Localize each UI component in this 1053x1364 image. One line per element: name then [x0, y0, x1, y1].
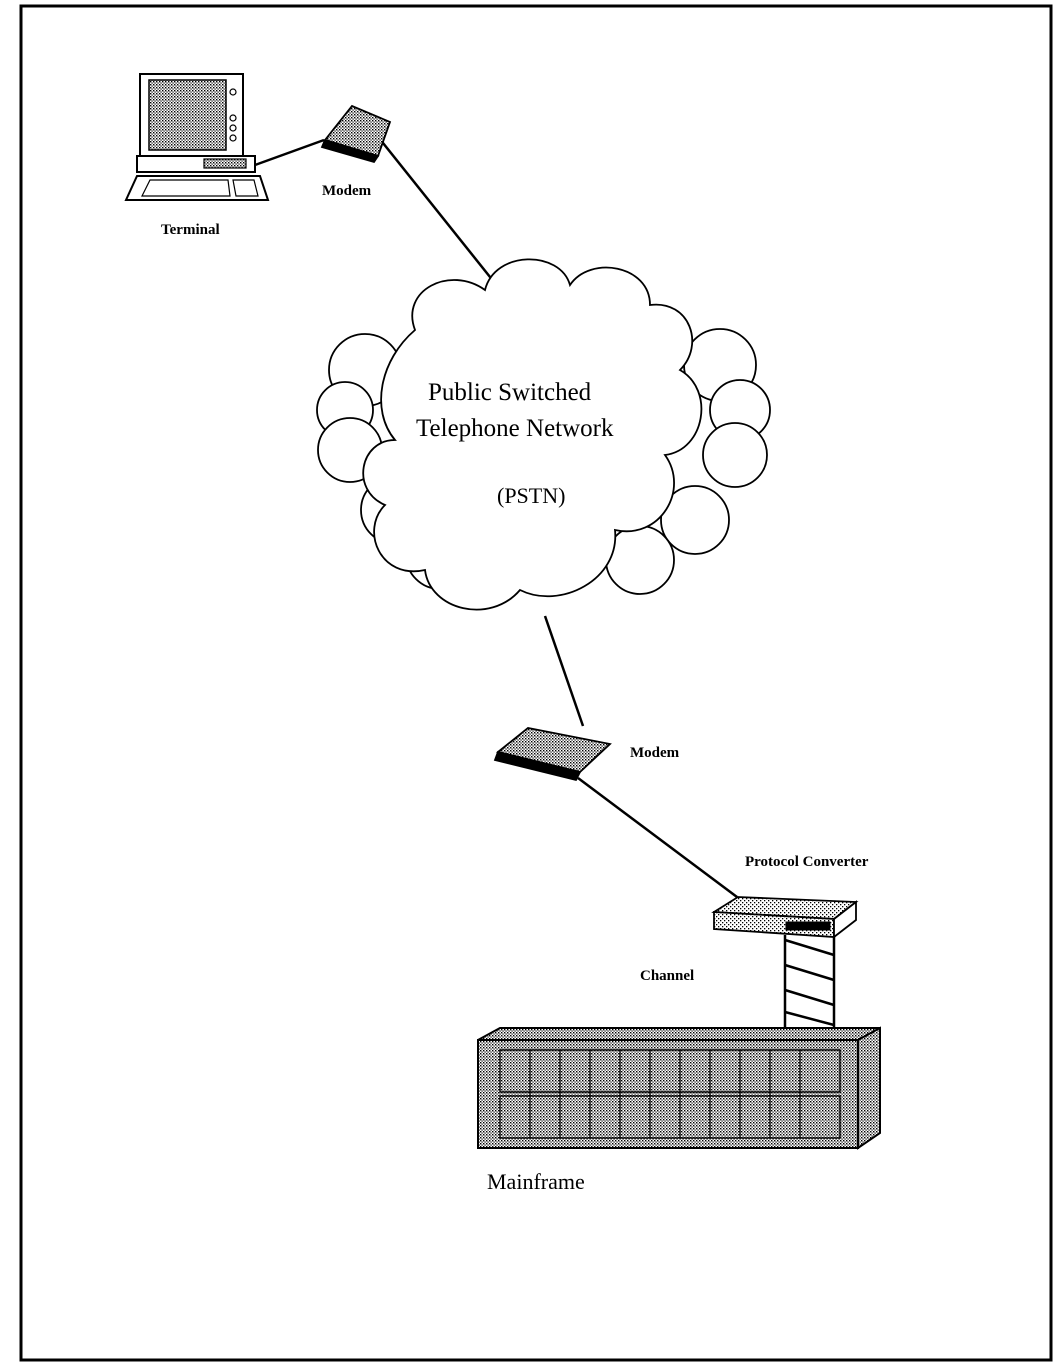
mainframe-icon	[477, 1026, 881, 1150]
protocol-converter-label: Protocol Converter	[745, 854, 869, 870]
terminal-knob	[229, 114, 237, 122]
terminal-knob	[229, 88, 237, 96]
modem-top-label: Modem	[322, 183, 372, 199]
pstn-label-abbrev: (PSTN)	[497, 483, 565, 508]
page-frame	[19, 4, 1053, 1362]
converter-panel	[785, 921, 831, 931]
pstn-label-line1: Public Switched	[428, 379, 592, 406]
converter-side	[833, 900, 857, 939]
mainframe-panels	[499, 1049, 841, 1139]
cloud-outline	[362, 258, 703, 611]
edge-pstn-modem-bottom	[543, 615, 585, 727]
channel-rung	[784, 938, 835, 957]
channel-connector	[783, 935, 836, 1028]
terminal-knob	[229, 134, 237, 142]
modem-top-side	[320, 138, 380, 164]
terminal-keypad	[232, 179, 259, 197]
channel-rung	[784, 1010, 835, 1027]
modem-bottom-side	[493, 750, 582, 782]
mainframe-top	[477, 1027, 881, 1041]
terminal-icon	[124, 73, 270, 201]
mainframe-front	[477, 1039, 859, 1149]
terminal-label: Terminal	[161, 222, 220, 238]
pstn-label-line2: Telephone Network	[416, 415, 614, 442]
protocol-converter-icon	[711, 896, 859, 939]
connections	[254, 132, 738, 899]
modem-bottom-label: Modem	[630, 745, 680, 761]
channel-label: Channel	[640, 968, 694, 984]
modem-top-icon	[320, 104, 392, 164]
channel-rung	[784, 988, 835, 1007]
terminal-knob	[229, 124, 237, 132]
modem-bottom-icon	[493, 727, 612, 782]
edge-terminal-modem-top	[254, 138, 325, 167]
pstn-cloud-icon	[316, 258, 771, 611]
mainframe-side	[857, 1026, 881, 1150]
edge-modem-top-pstn	[374, 132, 495, 283]
mainframe-label: Mainframe	[487, 1169, 585, 1194]
channel-rung	[784, 963, 835, 982]
terminal-drive	[203, 158, 247, 169]
cloud-puff	[702, 422, 768, 488]
cloud-puff	[660, 485, 730, 555]
terminal-keys	[141, 179, 231, 197]
edge-modem-bottom-protocol-converter	[577, 776, 738, 899]
terminal-screen	[148, 79, 227, 151]
